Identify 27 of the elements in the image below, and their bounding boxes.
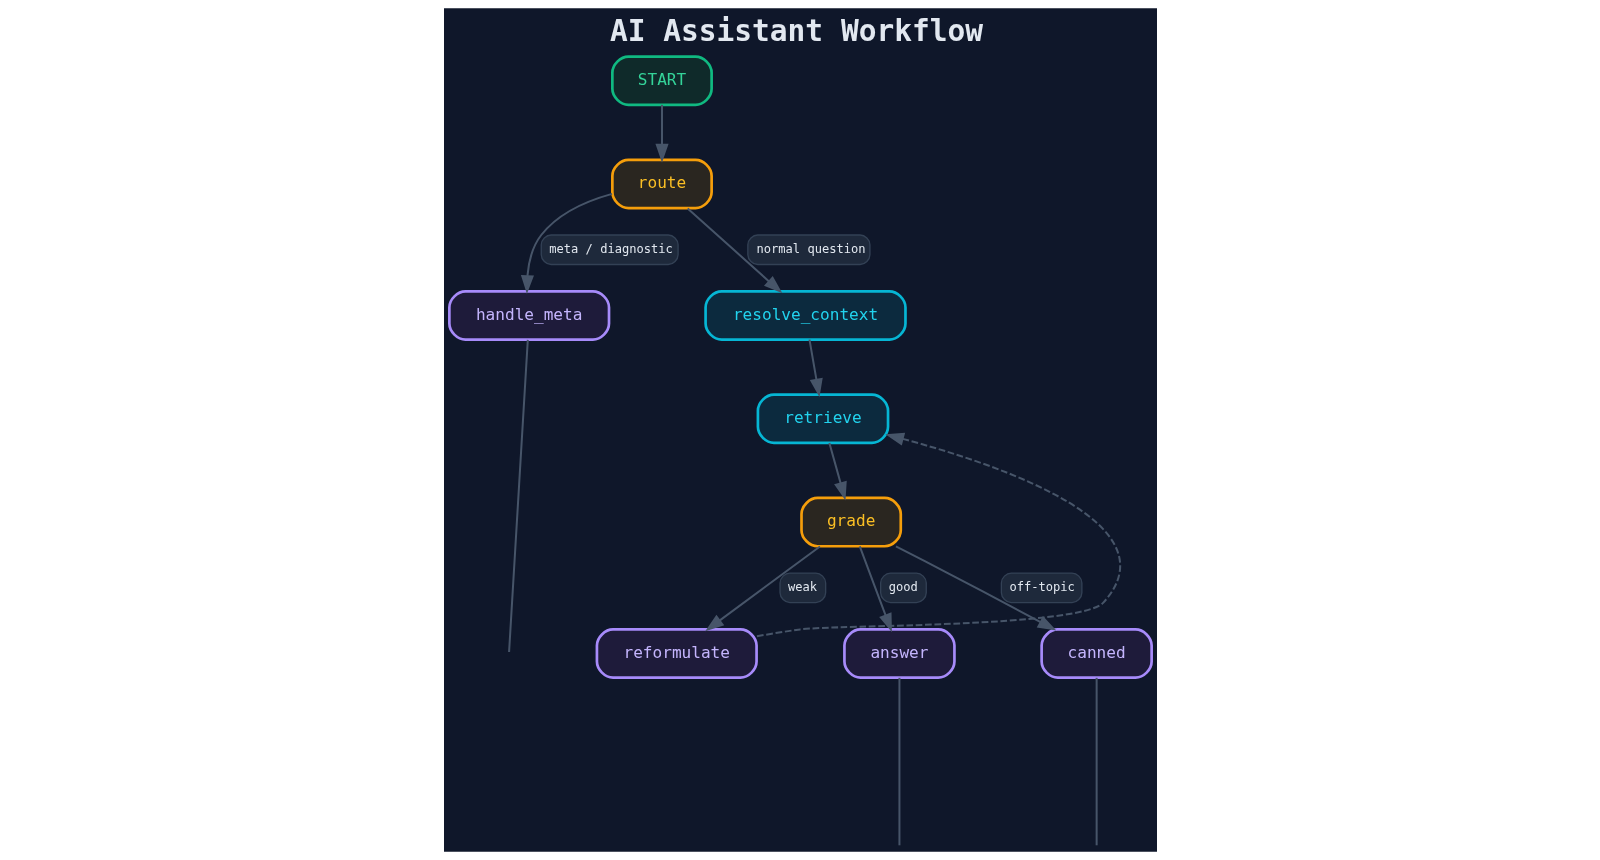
edge-label: weak xyxy=(787,579,817,594)
arrow xyxy=(808,339,823,398)
edge-label: normal question xyxy=(756,241,865,256)
node-box: resolve_context xyxy=(703,290,907,341)
arrow xyxy=(756,432,1121,638)
node-box: handle_meta xyxy=(447,290,610,341)
arrow xyxy=(858,546,892,633)
arrow xyxy=(704,545,821,632)
node-box: canned xyxy=(1039,628,1153,680)
diagram-title: AI Assistant Workflow xyxy=(609,14,983,49)
node-box: grade xyxy=(799,496,902,548)
node-box: answer xyxy=(842,628,956,680)
arrow xyxy=(654,104,669,163)
arrow xyxy=(520,192,612,295)
node-box: route xyxy=(610,158,713,210)
arrow xyxy=(827,442,847,501)
edge-label: off-topic xyxy=(1008,579,1075,594)
node-box: retrieve xyxy=(756,393,889,445)
connector xyxy=(507,339,529,653)
node-box: reformulate xyxy=(595,628,758,680)
edge-label: meta / diagnostic xyxy=(548,241,673,256)
arrow xyxy=(894,545,1056,631)
connector xyxy=(1095,677,1098,846)
node-box: START xyxy=(610,55,713,107)
edge-label: good xyxy=(888,579,918,594)
arrow xyxy=(686,207,782,294)
connector xyxy=(897,677,900,846)
